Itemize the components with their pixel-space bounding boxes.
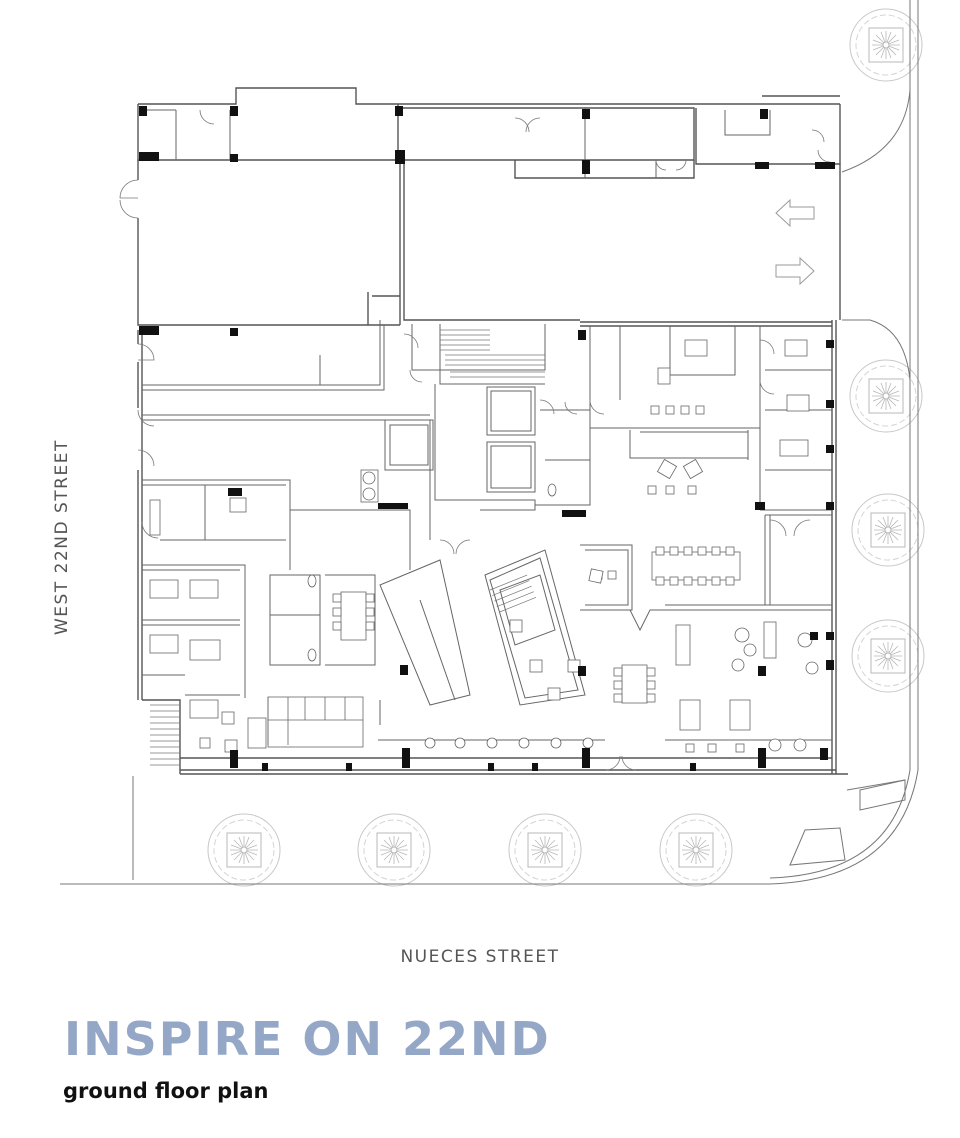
- south-street-label: NUECES STREET: [400, 947, 560, 967]
- floor-plan-drawing: [60, 0, 925, 887]
- sidewalk-curbs: [60, 0, 919, 885]
- street-trees: [207, 8, 925, 887]
- west-street-label: WEST 22ND STREET: [52, 439, 72, 635]
- stairs: [150, 329, 545, 766]
- project-title: INSPIRE ON 22ND: [64, 1012, 551, 1066]
- furniture: [149, 339, 819, 753]
- drive-arrows: [775, 198, 815, 286]
- plan-subtitle: ground floor plan: [63, 1079, 269, 1103]
- interior-walls: [140, 108, 832, 741]
- door-swings: [119, 109, 831, 771]
- structural-columns: [139, 106, 835, 771]
